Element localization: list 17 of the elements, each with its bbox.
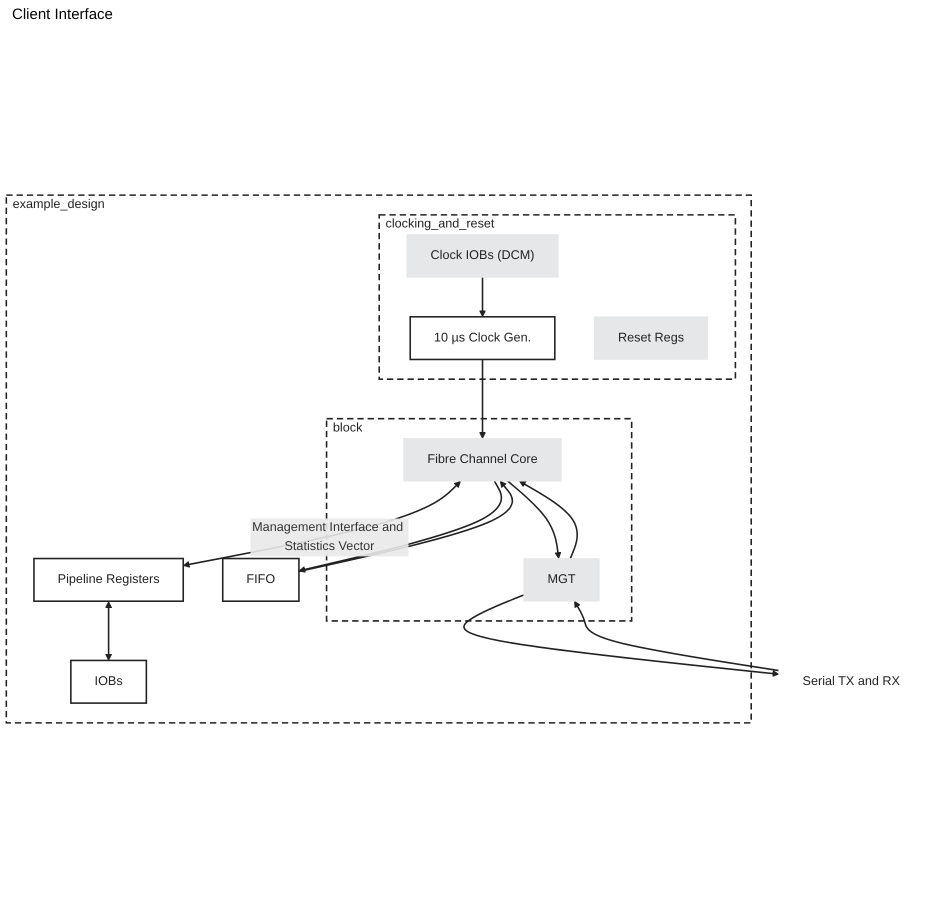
node-box: Reset Regs: [594, 316, 708, 360]
node-box: IOBs: [70, 660, 148, 704]
arrow: [479, 359, 486, 439]
node-text: Serial TX and RX: [802, 674, 900, 688]
node-box: Fibre Channel Core: [403, 438, 562, 482]
arrow: [519, 480, 578, 559]
node-box: Pipeline Registers: [33, 558, 184, 602]
node-box: 10 µs Clock Gen.: [409, 316, 556, 360]
arrow: [507, 480, 562, 559]
arrow: [479, 277, 486, 318]
node-box: Clock IOBs (DCM): [406, 234, 559, 278]
arrow: [105, 601, 112, 661]
arrow: [463, 594, 780, 677]
interface-label: Client Interface: [12, 6, 114, 23]
arrow: [574, 600, 779, 672]
node-box: FIFO: [222, 558, 300, 602]
node-box: MGT: [523, 558, 600, 602]
